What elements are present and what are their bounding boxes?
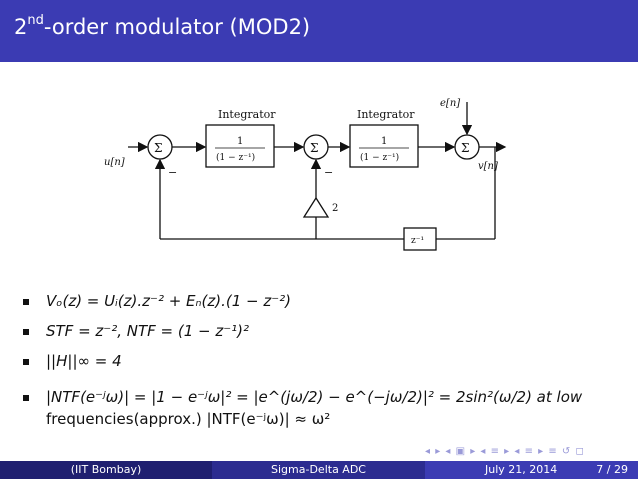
input-label: u[n] [104,157,125,168]
integrator-1-den: (1 − z⁻¹) [216,152,255,163]
integrator-2-label: Integrator [357,108,415,121]
gain-triangle [302,196,330,218]
summer-2-symbol: Σ [310,141,318,155]
integrator-2-den: (1 − z⁻¹) [360,152,399,163]
integrator-2-num: 1 [381,136,387,147]
bullet-text: |NTF(e⁻ʲω)| = |1 − e⁻ʲω|² = |e^(jω/2) − … [46,388,583,406]
integrator-1-block [205,124,275,168]
summer-2-minus: − [324,166,333,179]
bullet-text: STF = z⁻², NTF = (1 − z⁻¹)² [46,322,250,340]
integrator-2-block [349,124,419,168]
bullet-text: ||H||∞ = 4 [46,352,122,370]
slide-title: 2nd-order modulator (MOD2) [14,13,311,39]
title-bar: 2nd-order modulator (MOD2) [0,0,638,62]
page-number: 7 / 29 [596,463,628,476]
footer-date: July 21, 2014 [485,463,558,476]
footer-title: Sigma-Delta ADC [212,461,425,479]
block-diagram: u[n] Σ − Integrator 1 (1 − z⁻¹) Σ − Inte… [104,98,507,251]
bullet-continuation: frequencies(approx.) |NTF(e⁻ʲω)| ≈ ω² [46,410,331,428]
output-label: v[n] [478,161,498,172]
bullet-text: Vₒ(z) = Uᵢ(z).z⁻² + Eₙ(z).(1 − z⁻²) [46,292,292,310]
integrator-1-num: 1 [237,136,243,147]
gain-label: 2 [332,203,338,214]
title-text: -order modulator (MOD2) [43,15,311,39]
bullet-marker [23,359,29,365]
summer-1-minus: − [168,166,177,179]
footer-bar: (IIT Bombay) Sigma-Delta ADC July 21, 20… [0,461,638,479]
footer-right: July 21, 2014 7 / 29 [425,461,638,479]
bullet-marker [23,299,29,305]
summer-3-symbol: Σ [461,141,469,155]
delay-label: z⁻¹ [411,236,424,246]
title-superscript: nd [27,13,44,28]
title-number: 2 [14,15,28,39]
bullet-marker [23,395,29,401]
noise-label: e[n] [440,98,460,109]
summer-1-symbol: Σ [154,141,162,155]
bullet-marker [23,329,29,335]
beamer-nav-icons[interactable]: ◂ ▸ ◂ ▣ ▸ ◂ ≡ ▸ ◂ ≡ ▸ ≡ ↺ ◻ [425,446,585,457]
footer-institution: (IIT Bombay) [0,461,212,479]
integrator-1-label: Integrator [218,108,276,121]
